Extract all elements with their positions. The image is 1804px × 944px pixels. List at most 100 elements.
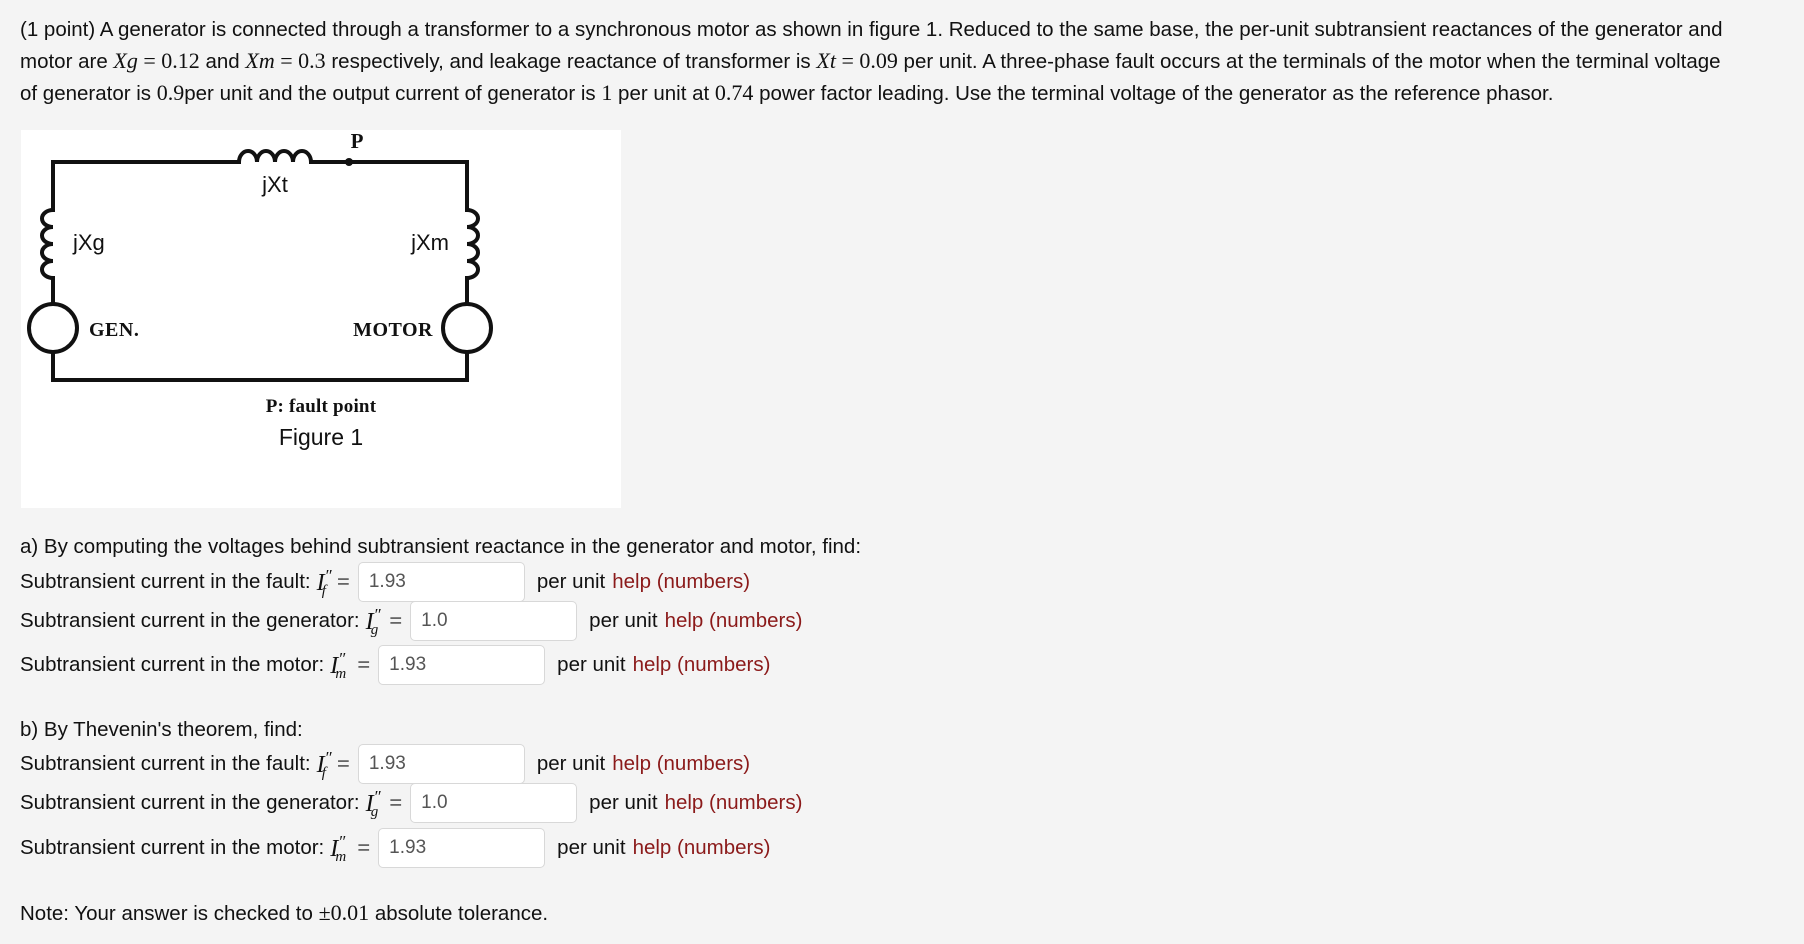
part-a-row-fault-unit: per unit bbox=[536, 570, 606, 593]
math-xm: Xm bbox=[245, 48, 275, 73]
part-a-row-fault-symbol: I″f bbox=[316, 566, 335, 599]
inductor-xt-icon bbox=[237, 149, 313, 164]
inductor-xg-icon bbox=[40, 208, 55, 280]
part-a-fault-input[interactable] bbox=[357, 562, 525, 602]
symbol-primes: ″ bbox=[339, 831, 346, 851]
part-a-motor-help-link[interactable]: help (numbers) bbox=[632, 653, 771, 676]
part-b-fault-help-link[interactable]: help (numbers) bbox=[612, 752, 751, 775]
part-a-row-motor-symbol: I″m bbox=[330, 649, 355, 682]
label-jxm: jXm bbox=[410, 230, 449, 255]
math-xt-value: 0.09 bbox=[859, 48, 898, 73]
problem-statement: (1 point) A generator is connected throu… bbox=[20, 14, 1804, 109]
part-b-motor-input[interactable] bbox=[378, 828, 546, 868]
motor-symbol-icon bbox=[441, 302, 493, 354]
part-a-fault-help-link[interactable]: help (numbers) bbox=[612, 570, 751, 593]
statement-line-2-text-d: per unit. A three-phase fault occurs at … bbox=[897, 50, 1721, 73]
part-b-row-generator-equals: = bbox=[389, 790, 403, 815]
tolerance-note-suffix: absolute tolerance. bbox=[369, 902, 549, 925]
part-b-row-motor-equals: = bbox=[357, 835, 371, 860]
part-a-row-generator: Subtransient current in the generator: I… bbox=[20, 601, 802, 641]
part-b-row-fault: Subtransient current in the fault: I″f =… bbox=[20, 744, 750, 784]
symbol-subscript: g bbox=[370, 621, 379, 638]
part-b-row-fault-unit: per unit bbox=[536, 752, 606, 775]
symbol-primes: ″ bbox=[339, 648, 346, 668]
math-vt-value: 0.9 bbox=[156, 80, 185, 105]
part-a-heading: a) By computing the voltages behind subt… bbox=[20, 535, 862, 558]
part-b-row-fault-equals: = bbox=[336, 751, 350, 776]
symbol-I: I bbox=[365, 608, 374, 635]
part-b-row-motor-label: Subtransient current in the motor: bbox=[20, 836, 325, 859]
part-a-row-motor: Subtransient current in the motor: I″m =… bbox=[20, 645, 770, 685]
symbol-I: I bbox=[365, 790, 374, 817]
symbol-I: I bbox=[330, 835, 339, 862]
math-xm-value: 0.3 bbox=[298, 48, 326, 73]
part-a-row-fault-label: Subtransient current in the fault: bbox=[20, 570, 311, 593]
statement-line-3-text-b: per unit and the output current of gener… bbox=[184, 82, 602, 105]
math-xt: Xt bbox=[816, 48, 836, 73]
part-b-generator-help-link[interactable]: help (numbers) bbox=[664, 791, 803, 814]
statement-line-1: (1 point) A generator is connected throu… bbox=[20, 14, 1804, 45]
statement-line-2-text-a: motor are bbox=[20, 50, 114, 73]
part-b-row-motor-unit: per unit bbox=[557, 836, 626, 859]
label-motor: MOTOR bbox=[353, 319, 433, 341]
part-b-heading: b) By Thevenin's theorem, find: bbox=[20, 718, 303, 741]
part-b-fault-input[interactable] bbox=[357, 744, 525, 784]
figure-panel: P jXt jXg jXm GEN. MOTOR P: fault point … bbox=[21, 130, 621, 508]
symbol-subscript: m bbox=[335, 848, 347, 865]
part-a-generator-help-link[interactable]: help (numbers) bbox=[664, 609, 803, 632]
part-a-row-generator-label: Subtransient current in the generator: bbox=[20, 609, 360, 632]
part-a-row-generator-symbol: I″g bbox=[365, 605, 388, 638]
label-fault-point-p: P bbox=[351, 130, 364, 153]
part-b-motor-help-link[interactable]: help (numbers) bbox=[632, 836, 771, 859]
symbol-primes: ″ bbox=[374, 604, 382, 624]
math-xg: Xg bbox=[113, 48, 138, 73]
part-a-row-fault: Subtransient current in the fault: I″f =… bbox=[20, 562, 750, 602]
symbol-I: I bbox=[330, 652, 339, 679]
part-a-generator-input[interactable] bbox=[410, 601, 578, 641]
statement-line-3-text-c: per unit at bbox=[612, 82, 715, 105]
statement-line-2-text-b: and bbox=[199, 50, 246, 73]
part-a-row-motor-unit: per unit bbox=[557, 653, 626, 676]
math-eq-1: = bbox=[137, 48, 162, 73]
figure-caption-fault-point: P: fault point bbox=[265, 396, 377, 417]
circuit-wires bbox=[51, 160, 469, 382]
part-b-row-generator-label: Subtransient current in the generator: bbox=[20, 791, 360, 814]
part-b-row-generator: Subtransient current in the generator: I… bbox=[20, 783, 802, 823]
tolerance-note: Note: Your answer is checked to ±0.01 ab… bbox=[20, 900, 548, 926]
part-a-row-fault-equals: = bbox=[336, 569, 350, 594]
statement-line-1-text: (1 point) A generator is connected throu… bbox=[20, 18, 1723, 41]
symbol-subscript: g bbox=[370, 803, 379, 820]
symbol-primes: ″ bbox=[374, 786, 382, 806]
symbol-primes: ″ bbox=[325, 747, 333, 767]
symbol-I: I bbox=[316, 751, 325, 778]
part-a-row-motor-equals: = bbox=[357, 652, 371, 677]
label-jxt: jXt bbox=[261, 172, 288, 197]
statement-line-3: of generator is 0.9per unit and the outp… bbox=[20, 77, 1804, 109]
part-a-motor-input[interactable] bbox=[378, 645, 546, 685]
symbol-I: I bbox=[316, 569, 325, 596]
part-b-row-fault-label: Subtransient current in the fault: bbox=[20, 752, 311, 775]
statement-line-3-text-d: power factor leading. Use the terminal v… bbox=[753, 82, 1554, 105]
label-generator: GEN. bbox=[89, 319, 139, 341]
part-b-row-fault-symbol: I″f bbox=[316, 748, 335, 781]
fault-point-dot-icon bbox=[345, 158, 353, 166]
part-b-row-motor-symbol: I″m bbox=[330, 832, 355, 865]
circuit-diagram: P jXt jXg jXm GEN. MOTOR bbox=[27, 130, 493, 382]
figure-caption-title: Figure 1 bbox=[278, 424, 364, 450]
symbol-subscript: f bbox=[321, 764, 326, 781]
part-b-generator-input[interactable] bbox=[410, 783, 578, 823]
part-a-row-generator-equals: = bbox=[389, 608, 403, 633]
label-jxg: jXg bbox=[72, 230, 105, 255]
generator-symbol-icon bbox=[27, 302, 79, 354]
math-pf-value: 0.74 bbox=[714, 80, 754, 105]
symbol-subscript: m bbox=[335, 665, 347, 682]
math-eq-3: = bbox=[835, 48, 860, 73]
math-eq-2: = bbox=[274, 48, 299, 73]
math-current-value: 1 bbox=[601, 80, 613, 105]
part-b-row-motor: Subtransient current in the motor: I″m =… bbox=[20, 828, 770, 868]
symbol-primes: ″ bbox=[325, 565, 333, 585]
inductor-xm-icon bbox=[465, 208, 480, 280]
part-b-row-generator-unit: per unit bbox=[589, 791, 658, 814]
part-a-row-motor-label: Subtransient current in the motor: bbox=[20, 653, 325, 676]
